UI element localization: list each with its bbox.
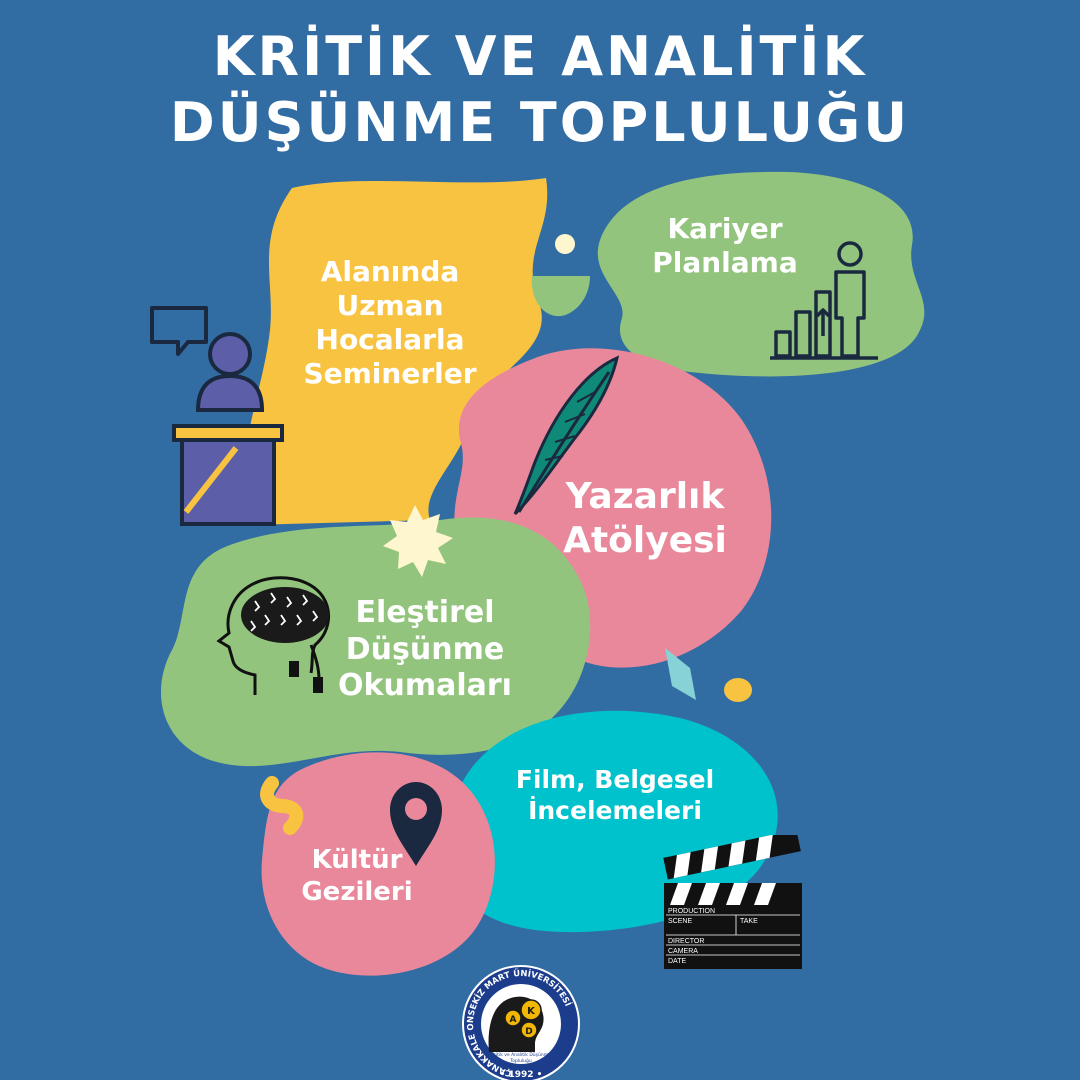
brain-head-icon bbox=[216, 576, 331, 695]
topic-seminars: Alanında Uzman Hocalarla Seminerler bbox=[303, 255, 477, 391]
university-logo: ÇANAKKALE ONSEKİZ MART ÜNİVERSİTESİ K A … bbox=[462, 965, 580, 1080]
topic-critical-reading: Eleştirel Düşünme Okumaları bbox=[338, 595, 512, 704]
clapper-scene-label: SCENE bbox=[668, 918, 692, 925]
clapper-date-label: DATE bbox=[668, 958, 686, 965]
deco-diamond-cyan bbox=[665, 648, 696, 700]
deco-starburst bbox=[383, 505, 453, 577]
deco-half-circle-green bbox=[531, 276, 590, 317]
title-line-2: DÜŞÜNME TOPLULUĞU bbox=[169, 91, 911, 154]
speaker-at-podium-icon bbox=[150, 306, 284, 526]
logo-gear-letter-a: A bbox=[510, 1015, 517, 1025]
topic-career-planning: Kariyer Planlama bbox=[652, 212, 798, 280]
topic-culture-trips: Kültür Gezileri bbox=[301, 845, 413, 907]
film-blob bbox=[451, 710, 778, 933]
topic-writing-workshop: Yazarlık Atölyesi bbox=[563, 476, 727, 561]
deco-squiggle-yellow bbox=[260, 776, 304, 835]
clapperboard-icon: PRODUCTION SCENE TAKE DIRECTOR CAMERA DA… bbox=[663, 835, 802, 969]
clapper-production-label: PRODUCTION bbox=[668, 908, 715, 915]
location-pin-icon bbox=[390, 782, 442, 866]
logo-year: • 1992 • bbox=[500, 1070, 543, 1080]
logo-inner-text-1: Kritik ve Analitik Düşünme bbox=[491, 1052, 551, 1058]
career-growth-chart-icon bbox=[770, 241, 878, 360]
topic-film-documentary: Film, Belgesel İncelemeleri bbox=[515, 765, 715, 825]
logo-inner-text-2: Topluluğu bbox=[509, 1057, 532, 1064]
feather-quill-icon bbox=[513, 355, 620, 516]
clapper-camera-label: CAMERA bbox=[668, 948, 698, 955]
deco-dot-yellow bbox=[724, 678, 752, 702]
clapper-director-label: DIRECTOR bbox=[668, 938, 704, 945]
logo-gear-letter-k: K bbox=[527, 1006, 536, 1017]
clapper-take-label: TAKE bbox=[740, 918, 758, 925]
logo-gear-letter-d: D bbox=[525, 1027, 532, 1037]
title-line-1: KRİTİK VE ANALİTİK bbox=[212, 25, 868, 88]
deco-dot-cream bbox=[555, 234, 575, 254]
seminars-blob bbox=[244, 178, 548, 525]
